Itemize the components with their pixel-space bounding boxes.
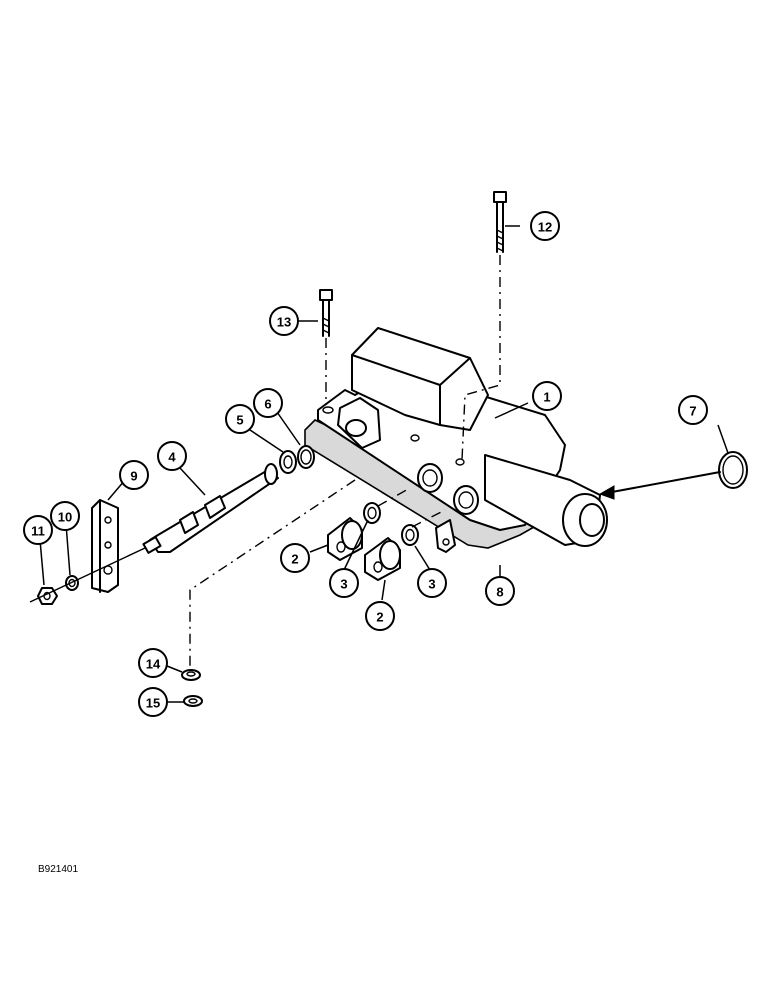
callout-2-upper-label: 2 bbox=[291, 552, 298, 567]
washer-part-15 bbox=[183, 695, 203, 707]
callout-15: 15 bbox=[138, 687, 168, 717]
callout-10-label: 10 bbox=[58, 510, 72, 525]
callout-14: 14 bbox=[138, 648, 168, 678]
plate-part-9 bbox=[91, 499, 119, 593]
callout-8: 8 bbox=[485, 576, 515, 606]
callout-12-label: 12 bbox=[538, 220, 552, 235]
valve-body-part-1 bbox=[317, 327, 608, 553]
callout-11: 11 bbox=[23, 515, 53, 545]
callout-8-label: 8 bbox=[496, 585, 503, 600]
callout-9: 9 bbox=[119, 460, 149, 490]
callout-5-label: 5 bbox=[236, 413, 243, 428]
seal-part-5 bbox=[279, 450, 297, 474]
callout-12: 12 bbox=[530, 211, 560, 241]
callout-5: 5 bbox=[225, 404, 255, 434]
callout-7-label: 7 bbox=[689, 404, 696, 419]
callout-10: 10 bbox=[50, 501, 80, 531]
cap-screw-part-13 bbox=[319, 289, 333, 337]
callout-2-lower-label: 2 bbox=[376, 610, 383, 625]
callout-6-label: 6 bbox=[264, 397, 271, 412]
plug-part-2-lower bbox=[364, 537, 401, 581]
callout-2-upper: 2 bbox=[280, 543, 310, 573]
o-ring-part-3-lower bbox=[401, 524, 419, 546]
callout-3-upper-label: 3 bbox=[340, 577, 347, 592]
callout-2-lower: 2 bbox=[365, 601, 395, 631]
callout-3-lower-label: 3 bbox=[428, 577, 435, 592]
callout-9-label: 9 bbox=[130, 469, 137, 484]
o-ring-part-3-upper bbox=[363, 502, 381, 524]
callout-13: 13 bbox=[269, 306, 299, 336]
cap-screw-part-12 bbox=[493, 191, 507, 253]
o-ring-part-7 bbox=[718, 451, 748, 489]
callout-3-lower: 3 bbox=[417, 568, 447, 598]
callout-1-label: 1 bbox=[543, 390, 550, 405]
callout-6: 6 bbox=[253, 388, 283, 418]
callout-4: 4 bbox=[157, 441, 187, 471]
leader-lines bbox=[39, 225, 729, 703]
callout-13-label: 13 bbox=[277, 315, 291, 330]
ring-part-6 bbox=[297, 445, 315, 469]
callout-3-upper: 3 bbox=[329, 568, 359, 598]
callout-11-label: 11 bbox=[31, 524, 45, 539]
callout-7: 7 bbox=[678, 395, 708, 425]
spool-part-4 bbox=[142, 463, 279, 554]
callout-4-label: 4 bbox=[168, 450, 176, 465]
callout-1: 1 bbox=[532, 381, 562, 411]
callout-15-label: 15 bbox=[146, 696, 160, 711]
figure-code: B921401 bbox=[38, 864, 78, 875]
callout-14-label: 14 bbox=[146, 657, 161, 672]
washer-part-14 bbox=[181, 669, 201, 681]
plug-part-2-upper bbox=[327, 517, 363, 561]
